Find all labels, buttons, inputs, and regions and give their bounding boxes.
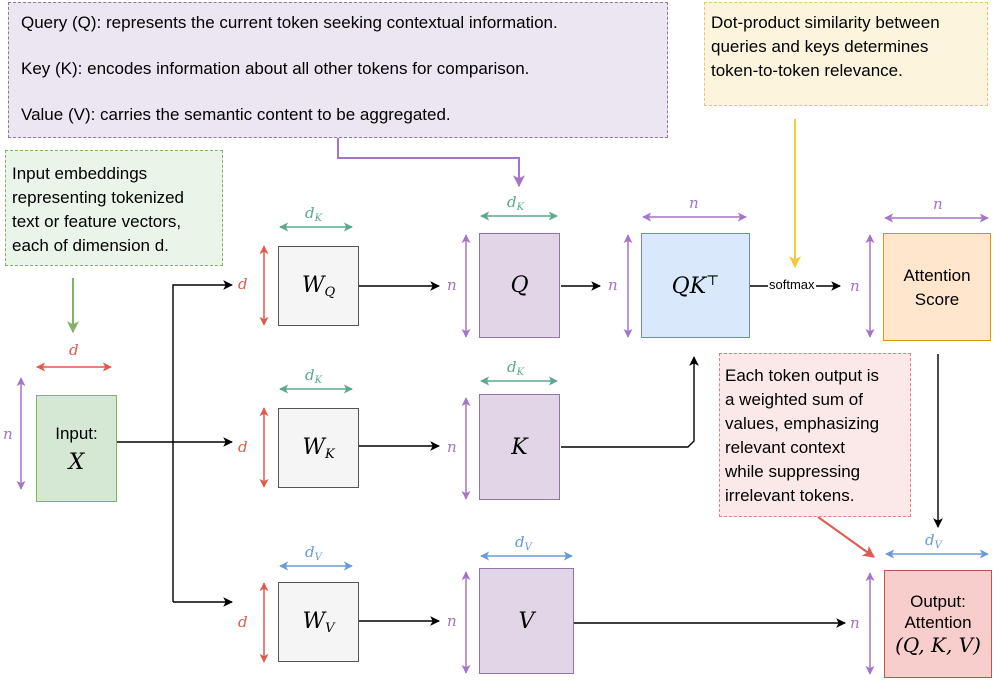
input-note-line-1: Input embeddings (12, 164, 148, 183)
edge-qkv-note-to-q (337, 138, 525, 188)
wk-symbol: WK (302, 434, 335, 462)
dim-label-wq-d: d (238, 275, 248, 293)
wk-weight-box: WK (278, 408, 359, 488)
dim-label-q-n: n (447, 276, 457, 294)
dim-label-wq-dk: dK (305, 204, 323, 225)
dim-label-k-n: n (447, 438, 457, 456)
wq-symbol: WQ (301, 272, 336, 300)
input-note-line-3: text or feature vectors, (12, 212, 182, 231)
value-description: Value (V): carries the semantic content … (21, 105, 451, 124)
dot-product-line-3: token-to-token relevance. (711, 61, 903, 80)
k-matrix-box: K (479, 394, 560, 500)
dim-label-output-dv: dV (925, 531, 942, 552)
dim-label-wk-d: d (238, 438, 248, 456)
dim-label-qkt-n-top: n (689, 194, 699, 212)
dim-label-wk-dk: dK (305, 366, 323, 387)
dim-label-qkt-n-side: n (608, 276, 618, 294)
edge-branch-wq (172, 280, 233, 602)
output-note-line-1: Each token output is (725, 366, 880, 385)
k-symbol: K (511, 434, 528, 460)
edge-k-to-qkt (561, 356, 699, 448)
dot-product-line-2: queries and keys determines (711, 37, 929, 56)
wv-symbol: WV (302, 608, 335, 636)
query-description: Query (Q): represents the current token … (21, 13, 558, 32)
dot-product-line-1: Dot-product similarity between (711, 13, 940, 32)
output-note-line-3: values, emphasizing (725, 414, 880, 433)
input-box: Input: X (36, 395, 117, 502)
dim-label-v-n: n (447, 612, 457, 630)
dim-label-q-dk: dK (507, 193, 525, 214)
attention-score-box: Attention Score (883, 233, 991, 341)
output-note-line-4: relevant context (725, 438, 846, 457)
input-embeddings-note: Input embeddings representing tokenized … (5, 150, 223, 266)
output-note-line-5: while suppressing (725, 462, 861, 481)
attention-score-line-1: Attention (903, 265, 971, 285)
qkt-product-box: QK⊤ (641, 233, 750, 338)
output-attention-box: Output: Attention (Q, K, V) (884, 570, 992, 678)
dim-label-v-dv: dV (515, 533, 532, 554)
attention-score-line-2: Score (914, 289, 960, 309)
q-symbol: Q (510, 273, 529, 298)
dim-label-score-n-side: n (850, 277, 860, 295)
q-matrix-box: Q (479, 233, 560, 338)
input-note-line-2: representing tokenized (12, 188, 185, 207)
dim-label-k-dk: dK (507, 358, 525, 379)
output-explanation-note: Each token output is a weighted sum of v… (719, 353, 911, 517)
wq-weight-box: WQ (278, 246, 359, 326)
edge-output-note-to-output (817, 516, 875, 558)
output-note-line-2: a weighted sum of (725, 390, 863, 409)
dim-label-output-n: n (850, 614, 860, 632)
dim-label-score-n-top: n (933, 195, 943, 213)
input-note-line-4: each of dimension d. (12, 236, 169, 255)
key-description: Key (K): encodes information about all o… (21, 59, 530, 78)
dim-label-input-n: n (3, 425, 13, 443)
dot-product-note: Dot-product similarity between queries a… (704, 2, 988, 106)
input-box-symbol: X (68, 449, 85, 475)
output-formula: (Q, K, V) (895, 633, 981, 657)
wv-weight-box: WV (278, 582, 359, 662)
output-line-2: Attention (904, 613, 972, 632)
dim-label-wv-d: d (238, 613, 248, 631)
dim-label-wv-dv: dV (305, 543, 322, 564)
output-note-line-6: irrelevant tokens. (725, 486, 855, 505)
input-box-label: Input: (55, 423, 98, 443)
qkv-explanation-note: Query (Q): represents the current token … (8, 2, 668, 138)
output-line-1: Output: (910, 592, 966, 611)
qkt-symbol: QK⊤ (671, 272, 720, 299)
v-symbol: V (518, 608, 535, 634)
softmax-label: softmax (768, 277, 816, 292)
dim-label-input-d: d (69, 341, 79, 359)
v-matrix-box: V (479, 568, 574, 674)
